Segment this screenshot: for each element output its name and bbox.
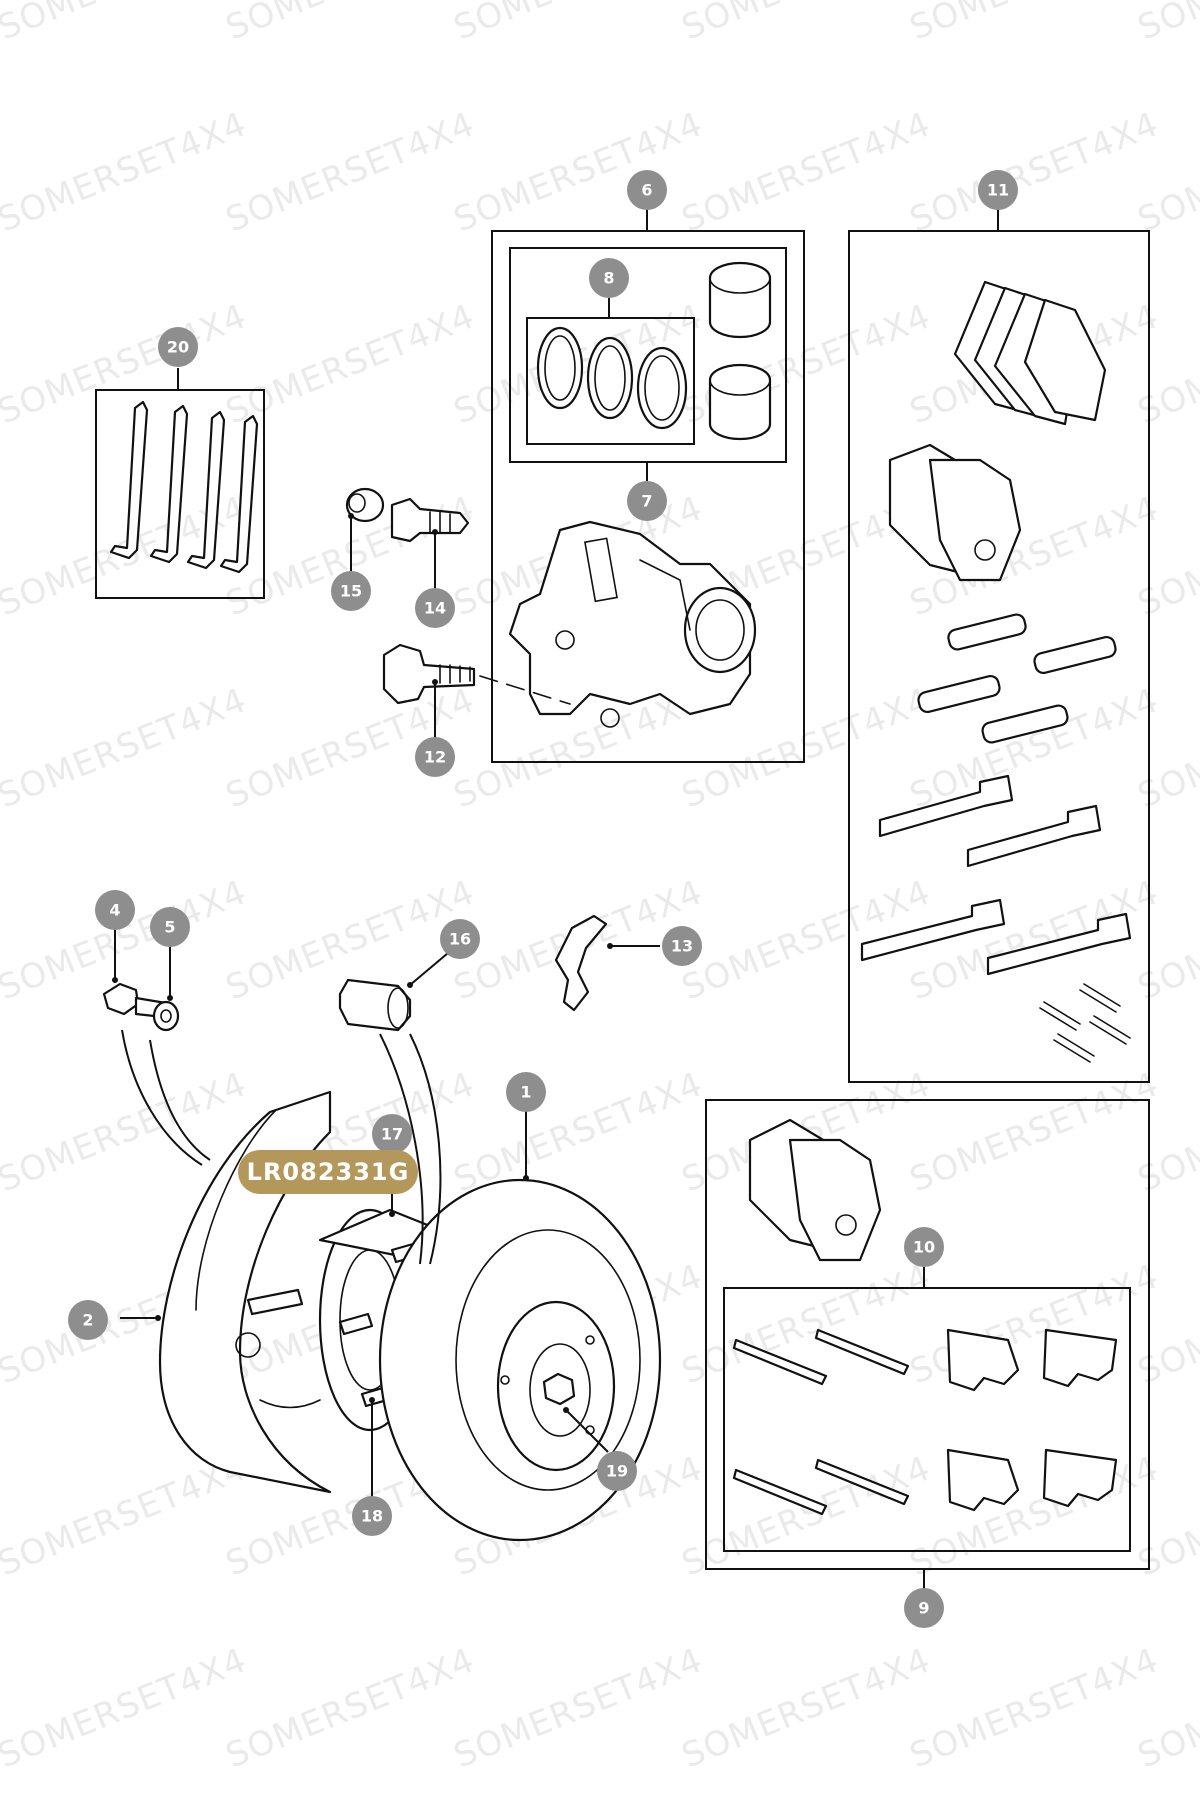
callout-20[interactable]: 20 xyxy=(158,327,198,367)
watermark-text: SOMERSET4X4 xyxy=(220,296,480,432)
callout-12[interactable]: 12 xyxy=(415,737,455,777)
watermark-text: SOMERSET4X4 xyxy=(0,104,252,240)
callout-label: 12 xyxy=(424,748,446,767)
pad-kit-pads xyxy=(748,1118,882,1262)
bush-15 xyxy=(345,487,385,523)
watermark-text: SOMERSET4X4 xyxy=(676,104,936,240)
callout-label: 19 xyxy=(606,1462,628,1481)
part-number-label: LR082331G xyxy=(247,1158,410,1186)
box-20 xyxy=(95,389,265,599)
watermark-text: SOMERSET4X4 xyxy=(676,1448,936,1584)
box-8 xyxy=(526,317,695,445)
watermark-text: SOMERSET4X4 xyxy=(904,0,1164,48)
watermark-text: SOMERSET4X4 xyxy=(0,1640,252,1776)
watermark-text: SOMERSET4X4 xyxy=(904,1064,1164,1200)
piston-seals xyxy=(536,326,688,430)
callout-8[interactable]: 8 xyxy=(589,258,629,298)
washer-5 xyxy=(152,1000,180,1032)
watermark-text: SOMERSET4X4 xyxy=(904,1256,1164,1392)
callout-label: 15 xyxy=(340,582,362,601)
callout-label: 18 xyxy=(361,1507,383,1526)
watermark-text: SOMERSET4X4 xyxy=(1132,0,1200,48)
pistons xyxy=(708,261,772,441)
guide-pins xyxy=(860,774,1132,976)
watermark-text: SOMERSET4X4 xyxy=(220,104,480,240)
watermark-text: SOMERSET4X4 xyxy=(676,0,936,48)
callout-label: 8 xyxy=(603,269,614,288)
split-pins xyxy=(1039,983,1131,1063)
sleeve-16 xyxy=(338,978,412,1032)
callout-14[interactable]: 14 xyxy=(415,588,455,628)
callout-label: 20 xyxy=(167,338,189,357)
callout-label: 9 xyxy=(918,1599,929,1618)
watermark-text: SOMERSET4X4 xyxy=(448,0,708,48)
watermark-text: SOMERSET4X4 xyxy=(676,1640,936,1776)
bleed-screw-14 xyxy=(390,497,470,543)
watermark-text: SOMERSET4X4 xyxy=(220,0,480,48)
watermark-text: SOMERSET4X4 xyxy=(0,1448,252,1584)
pad-kit-pins-and-clips xyxy=(732,1328,1118,1516)
callout-label: 10 xyxy=(913,1238,935,1257)
box-10 xyxy=(723,1287,1131,1552)
callout-2[interactable]: 2 xyxy=(68,1300,108,1340)
callout-10[interactable]: 10 xyxy=(904,1227,944,1267)
callout-11[interactable]: 11 xyxy=(978,170,1018,210)
callout-label: 5 xyxy=(164,918,175,937)
callout-9[interactable]: 9 xyxy=(904,1588,944,1628)
callout-label: 6 xyxy=(641,181,652,200)
part-number-badge[interactable]: LR082331G xyxy=(238,1150,418,1194)
pad-retaining-springs xyxy=(109,400,259,574)
watermark-text: SOMERSET4X4 xyxy=(904,104,1164,240)
watermark-text: SOMERSET4X4 xyxy=(448,1064,708,1200)
hub-nut-19 xyxy=(542,1372,576,1406)
callout-label: 2 xyxy=(82,1311,93,1330)
anti-rattle-springs xyxy=(917,613,1117,744)
callout-15[interactable]: 15 xyxy=(331,571,371,611)
watermark-text: SOMERSET4X4 xyxy=(904,872,1164,1008)
brake-caliper xyxy=(508,520,757,728)
watermark-text: SOMERSET4X4 xyxy=(448,104,708,240)
watermark-text: SOMERSET4X4 xyxy=(0,680,252,816)
callout-label: 7 xyxy=(641,492,652,511)
callout-1[interactable]: 1 xyxy=(506,1072,546,1112)
watermark-text: SOMERSET4X4 xyxy=(0,0,252,48)
callout-label: 4 xyxy=(109,901,120,920)
watermark-text: SOMERSET4X4 xyxy=(448,1640,708,1776)
callout-16[interactable]: 16 xyxy=(440,919,480,959)
watermark-text: SOMERSET4X4 xyxy=(904,1640,1164,1776)
callout-layer: 6 11 8 7 20 15 14 12 4 5 16 13 1 17 2 10… xyxy=(68,170,1018,1628)
callout-label: 17 xyxy=(381,1125,403,1144)
watermark-text: SOMERSET4X4 xyxy=(904,1448,1164,1584)
watermark-text: SOMERSET4X4 xyxy=(220,1640,480,1776)
callout-7[interactable]: 7 xyxy=(627,481,667,521)
bracket-13 xyxy=(554,914,608,1012)
callout-label: 13 xyxy=(671,937,693,956)
callout-label: 11 xyxy=(987,181,1009,200)
callout-label: 14 xyxy=(424,599,446,618)
callout-label: 1 xyxy=(520,1083,531,1102)
brake-pads-set xyxy=(888,280,1107,582)
bolt-12 xyxy=(382,643,571,705)
callout-4[interactable]: 4 xyxy=(95,890,135,930)
callout-17[interactable]: 17 xyxy=(372,1114,412,1154)
callout-13[interactable]: 13 xyxy=(662,926,702,966)
callout-18[interactable]: 18 xyxy=(352,1496,392,1536)
leader-lines xyxy=(112,208,999,1591)
box-9 xyxy=(705,1099,1150,1570)
callout-label: 16 xyxy=(449,930,471,949)
callout-5[interactable]: 5 xyxy=(150,907,190,947)
callout-6[interactable]: 6 xyxy=(627,170,667,210)
backing-plate-2 xyxy=(158,1090,332,1494)
watermark-text: SOMERSET4X4 xyxy=(0,296,252,432)
callout-19[interactable]: 19 xyxy=(597,1451,637,1491)
